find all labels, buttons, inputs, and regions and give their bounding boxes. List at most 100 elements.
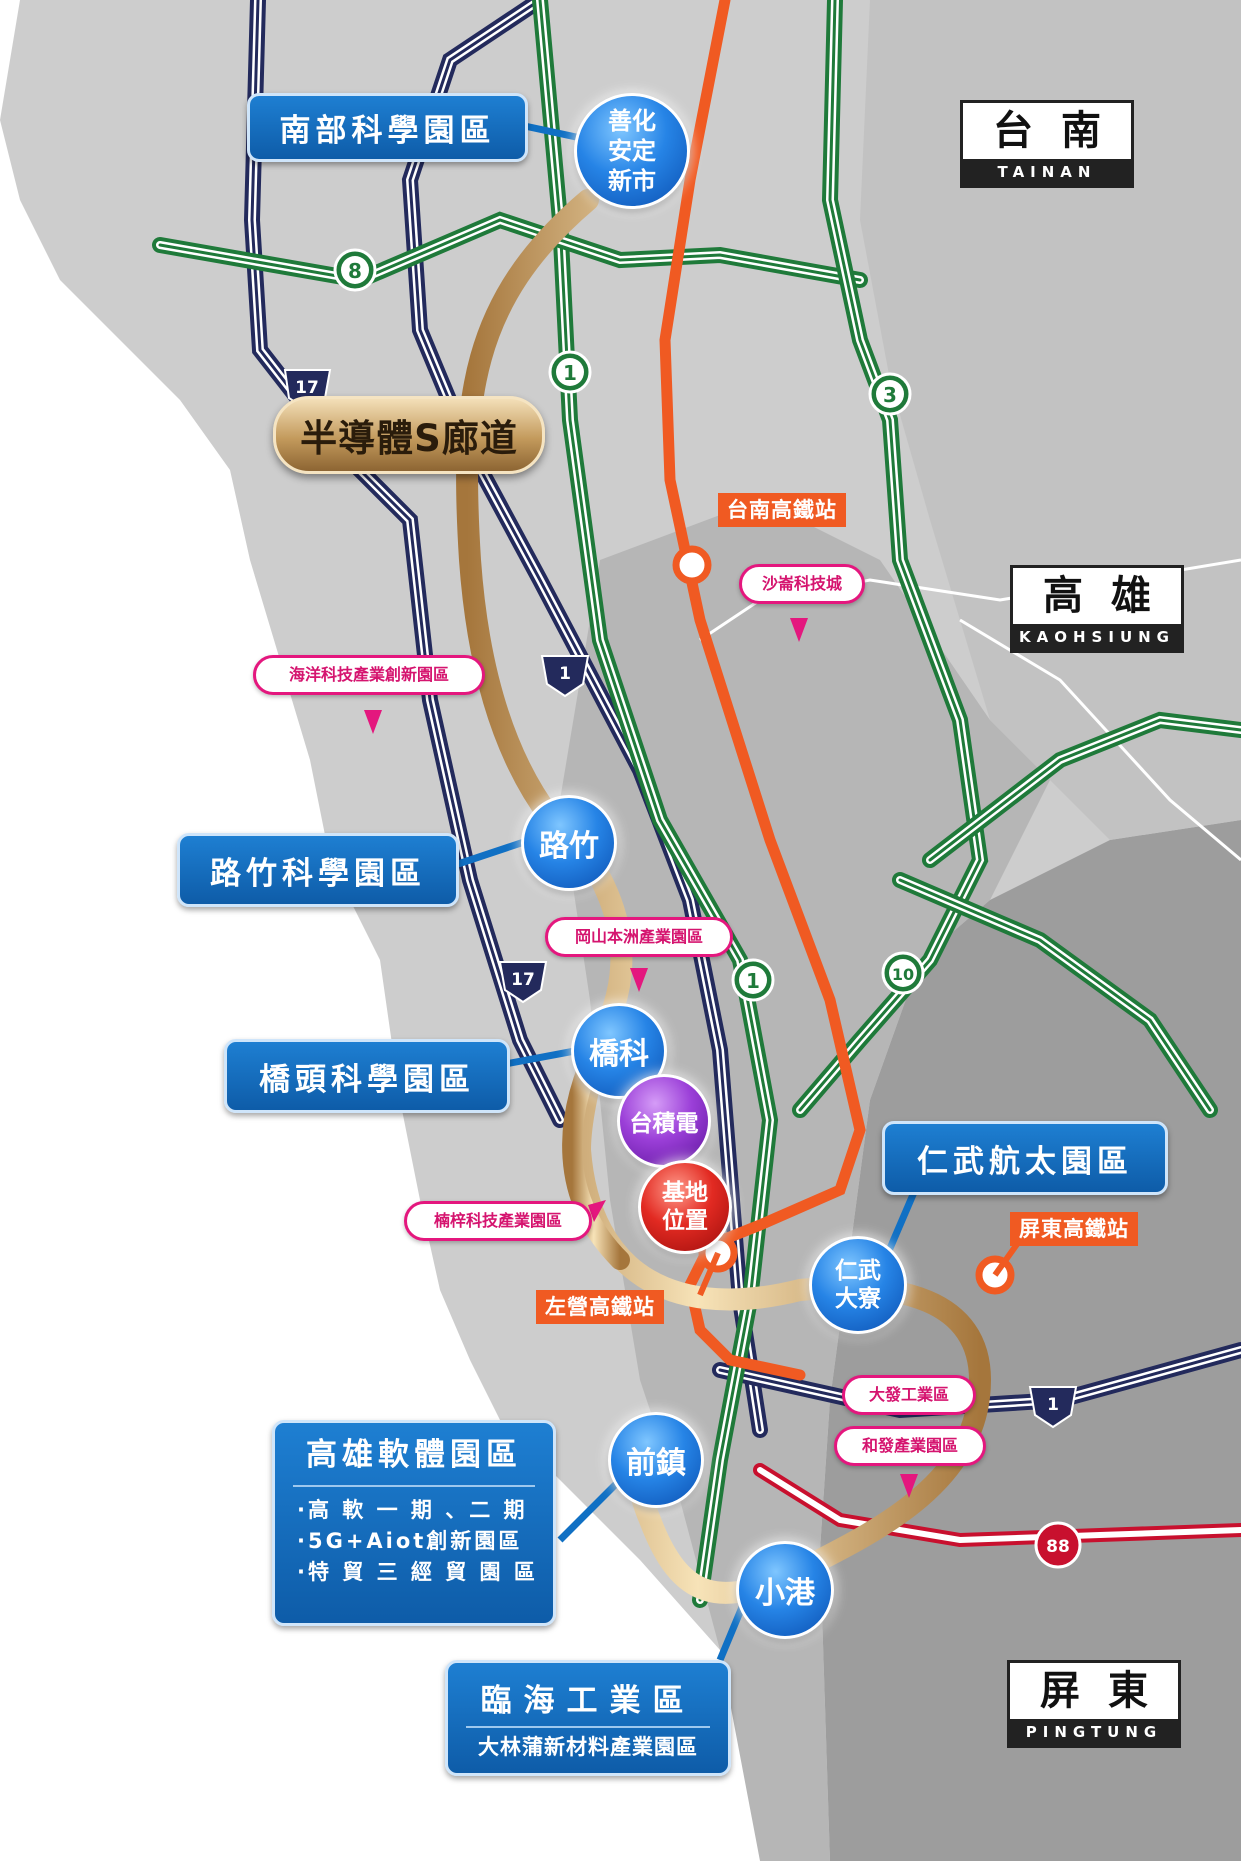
s-corridor-title: 半導體S廊道 bbox=[273, 396, 545, 474]
land-east bbox=[820, 820, 1241, 1861]
node-label: 台積電 bbox=[629, 1111, 699, 1137]
provincial-shield-17-icon: 17 bbox=[498, 961, 548, 1004]
svg-text:8: 8 bbox=[348, 259, 362, 283]
industrial-park-ocean: 海洋科技產業創新園區 bbox=[253, 655, 485, 695]
industrial-park-label: 海洋科技產業創新園區 bbox=[288, 665, 449, 684]
node-label: 小港 bbox=[755, 1576, 815, 1611]
pin-ocean-icon bbox=[364, 710, 382, 734]
svg-text:1: 1 bbox=[1047, 1395, 1059, 1415]
city-name: 高雄 bbox=[1043, 573, 1179, 619]
divider bbox=[293, 1485, 535, 1487]
svg-text:88: 88 bbox=[1046, 1537, 1070, 1557]
station-label: 屏東高鐵站 bbox=[1019, 1217, 1129, 1241]
connector-line bbox=[499, 1046, 581, 1069]
hsr-station-tainan-marker bbox=[672, 545, 712, 585]
industrial-park-gangshan: 岡山本洲產業園區 bbox=[545, 917, 733, 957]
expressway-88-road bbox=[757, 1467, 1241, 1544]
park-qiaotou: 橋頭科學園區 bbox=[224, 1039, 510, 1113]
industrial-park-label: 大發工業區 bbox=[868, 1385, 949, 1404]
node-label: 位置 bbox=[662, 1208, 708, 1234]
city-tag-pingtung: 屏東 PINGTUNG bbox=[1007, 1660, 1181, 1748]
freeway-10-road bbox=[898, 878, 1212, 1112]
node-qiaoke: 橋科 bbox=[571, 1003, 667, 1099]
svg-text:1: 1 bbox=[559, 664, 571, 684]
node-site: 基地 位置 bbox=[638, 1160, 732, 1254]
node-qianzhen: 前鎮 bbox=[608, 1412, 704, 1508]
freeway-shield-1-icon: 1 bbox=[548, 350, 592, 394]
node-renwu: 仁武 大寮 bbox=[809, 1236, 907, 1334]
industrial-park-label: 楠梓科技產業園區 bbox=[433, 1211, 562, 1230]
park-subitem: ·5G+Aiot創新園區 bbox=[297, 1529, 523, 1553]
park-luzhu: 路竹科學園區 bbox=[177, 833, 459, 907]
svg-text:1: 1 bbox=[563, 361, 577, 385]
svg-text:10: 10 bbox=[892, 965, 914, 984]
park-subtitle: 大林蒲新材料產業園區 bbox=[478, 1734, 698, 1759]
svg-text:17: 17 bbox=[511, 970, 535, 990]
hsr-station-pingtung-label: 屏東高鐵站 bbox=[1010, 1212, 1138, 1246]
connector-line bbox=[453, 836, 532, 869]
provincial-shield-1-icon: 1 bbox=[540, 655, 590, 698]
pin-gangshan-icon bbox=[630, 968, 648, 992]
industrial-park-label: 和發產業園區 bbox=[861, 1436, 958, 1455]
hsr-line bbox=[659, 0, 866, 1381]
node-label: 大寮 bbox=[835, 1286, 881, 1312]
freeway-1-road bbox=[538, 0, 772, 1602]
park-label: 仁武航太園區 bbox=[917, 1143, 1133, 1180]
svg-text:3: 3 bbox=[883, 383, 897, 407]
svg-text:17: 17 bbox=[295, 378, 319, 398]
industrial-park-nanzi: 楠梓科技產業園區 bbox=[404, 1201, 592, 1241]
node-label: 新市 bbox=[608, 167, 656, 195]
park-renwu: 仁武航太園區 bbox=[882, 1121, 1168, 1195]
city-name: 台南 bbox=[993, 108, 1129, 154]
divider bbox=[466, 1725, 710, 1728]
node-tsmc: 台積電 bbox=[617, 1074, 711, 1168]
park-label: 橋頭科學園區 bbox=[259, 1061, 475, 1098]
park-subitem: ·高 軟 一 期 、二 期 bbox=[297, 1498, 528, 1522]
provincial-shield-1-icon: 1 bbox=[1028, 1386, 1078, 1429]
city-name-en: TAINAN bbox=[963, 159, 1131, 185]
freeway-shield-8-icon: 8 bbox=[333, 248, 377, 292]
industrial-park-label: 岡山本洲產業園區 bbox=[574, 927, 703, 946]
park-label: 高雄軟體園區 bbox=[306, 1437, 522, 1473]
freeway-shield-10-icon: 10 bbox=[881, 951, 925, 995]
industrial-park-label: 沙崙科技城 bbox=[761, 574, 842, 593]
freeway-shield-1-icon: 1 bbox=[731, 958, 775, 1002]
node-xiaogang: 小港 bbox=[736, 1541, 834, 1639]
park-label: 南部科學園區 bbox=[279, 113, 496, 149]
land-middle bbox=[560, 500, 1050, 1861]
park-label: 臨海工業區 bbox=[480, 1682, 696, 1719]
city-tag-tainan: 台南 TAINAN bbox=[960, 100, 1134, 188]
freeway-10-east-road bbox=[928, 718, 1241, 862]
city-name-en: PINGTUNG bbox=[1010, 1719, 1178, 1745]
node-label: 前鎮 bbox=[626, 1446, 686, 1481]
node-shanhua: 善化 安定 新市 bbox=[574, 93, 690, 209]
city-name: 屏東 bbox=[1040, 1668, 1176, 1714]
park-subitem: ·特 貿 三 經 貿 園 區 bbox=[297, 1560, 538, 1584]
connector-line bbox=[557, 1477, 623, 1543]
park-kaohsiung-software: 高雄軟體園區 ·高 軟 一 期 、二 期 ·5G+Aiot創新園區 ·特 貿 三… bbox=[272, 1420, 556, 1626]
svg-text:1: 1 bbox=[746, 969, 760, 993]
station-label: 台南高鐵站 bbox=[727, 498, 837, 522]
industrial-park-hefa: 和發產業園區 bbox=[834, 1426, 986, 1466]
park-southern: 南部科學園區 bbox=[247, 93, 528, 162]
node-label: 基地 bbox=[662, 1180, 708, 1206]
node-label: 路竹 bbox=[539, 829, 599, 864]
freeway-3-road bbox=[798, 0, 982, 1112]
park-linhai: 臨海工業區 大林蒲新材料產業園區 bbox=[445, 1660, 731, 1776]
industrial-park-dafa: 大發工業區 bbox=[842, 1375, 976, 1415]
corridor-title-text: 半導體S廊道 bbox=[300, 417, 518, 460]
pin-hefa-icon bbox=[900, 1474, 918, 1498]
pin-nanzi-icon bbox=[588, 1200, 606, 1222]
city-name-en: KAOHSIUNG bbox=[1013, 624, 1181, 650]
freeway-shield-3-icon: 3 bbox=[868, 372, 912, 416]
city-tag-kaohsiung: 高雄 KAOHSIUNG bbox=[1010, 565, 1184, 653]
node-label: 仁武 bbox=[835, 1258, 881, 1284]
hsr-station-tainan-label: 台南高鐵站 bbox=[718, 493, 846, 527]
node-label: 安定 bbox=[608, 137, 656, 165]
expressway-shield-88-icon: 88 bbox=[1034, 1521, 1082, 1569]
node-label: 橋科 bbox=[589, 1037, 649, 1072]
industrial-park-shalun: 沙崙科技城 bbox=[739, 564, 865, 604]
pin-shalun-icon bbox=[790, 618, 808, 642]
node-luzhu: 路竹 bbox=[521, 795, 617, 891]
node-label: 善化 bbox=[608, 107, 656, 135]
